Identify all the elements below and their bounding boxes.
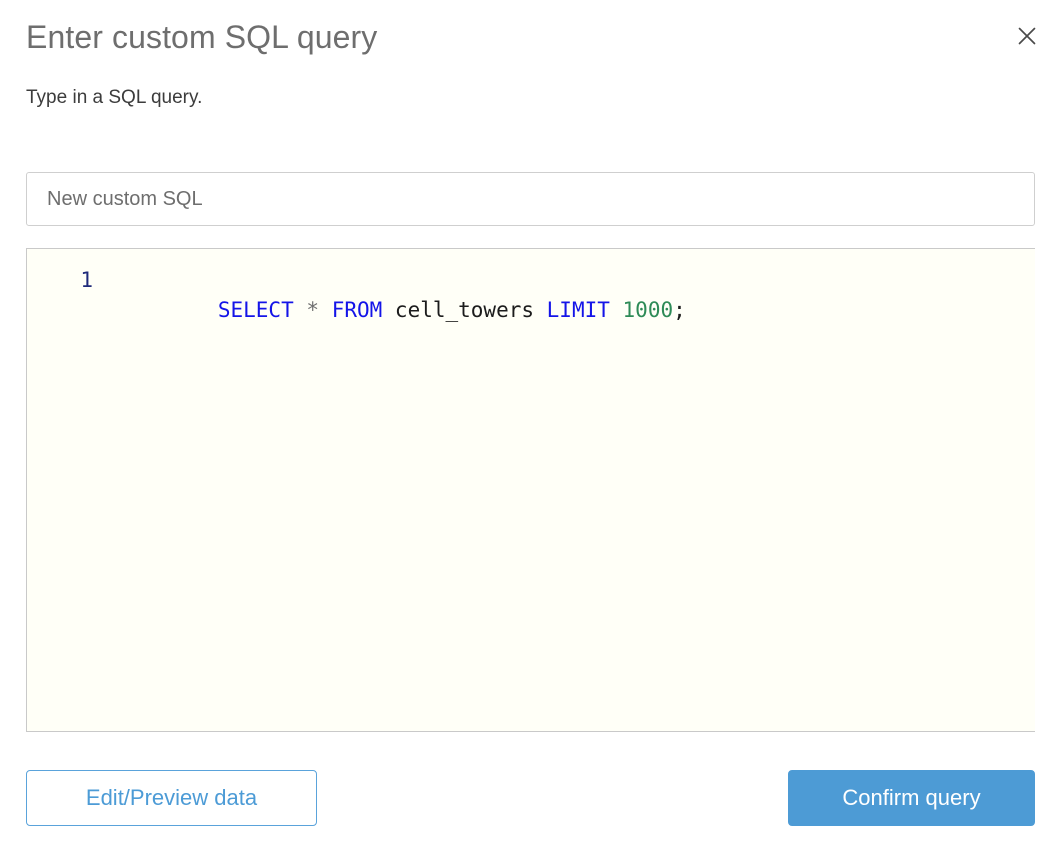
close-button[interactable] (1009, 18, 1045, 54)
sql-token-space (610, 298, 623, 322)
sql-token-identifier: cell_towers (394, 298, 534, 322)
sql-token-keyword: SELECT (217, 298, 294, 322)
edit-preview-data-button[interactable]: Edit/Preview data (26, 770, 317, 826)
code-line-content: SELECT * FROM cell_towers LIMIT 1000; (93, 265, 686, 355)
sql-token-space (382, 298, 395, 322)
sql-token-space (294, 298, 307, 322)
sql-token-space (534, 298, 547, 322)
code-line-row: 1 SELECT * FROM cell_towers LIMIT 1000; (27, 249, 1035, 322)
sql-token-operator: * (306, 298, 320, 322)
query-name-input[interactable] (26, 172, 1035, 226)
page-title: Enter custom SQL query (26, 19, 378, 55)
sql-token-punctuation: ; (673, 298, 686, 322)
confirm-query-button[interactable]: Confirm query (788, 770, 1035, 826)
sql-code-editor[interactable]: 1 SELECT * FROM cell_towers LIMIT 1000; (26, 248, 1035, 732)
dialog-subtitle: Type in a SQL query. (26, 87, 203, 108)
line-number: 1 (80, 268, 93, 292)
sql-token-number: 1000 (622, 298, 674, 322)
sql-token-keyword: FROM (331, 298, 383, 322)
sql-token-keyword: LIMIT (546, 298, 610, 322)
sql-token-space (319, 298, 332, 322)
close-icon (1016, 25, 1038, 47)
